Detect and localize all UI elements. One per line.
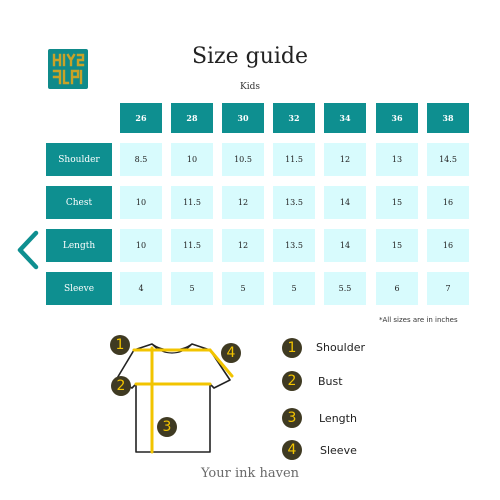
chevron-left-icon[interactable] (14, 230, 40, 270)
table-cell: 5 (171, 272, 213, 305)
table-cell: 12 (222, 229, 264, 262)
legend-marker: 1 (282, 338, 302, 358)
legend-marker: 4 (282, 440, 302, 460)
legend-label-shoulder: Shoulder (316, 341, 365, 354)
table-cell: 14.5 (427, 143, 469, 176)
units-note: *All sizes are in inches (379, 316, 458, 324)
size-header: 38 (427, 103, 469, 133)
table-cell: 14 (324, 229, 366, 262)
marker-3: 3 (157, 417, 177, 437)
table-cell: 5 (273, 272, 315, 305)
size-header: 32 (273, 103, 315, 133)
size-header: 28 (171, 103, 213, 133)
tshirt-diagram: 1 2 3 4 (100, 328, 250, 460)
table-cell: 15 (376, 229, 418, 262)
table-cell: 10 (171, 143, 213, 176)
legend-marker: 2 (282, 371, 302, 391)
table-cell: 11.5 (273, 143, 315, 176)
table-cell: 16 (427, 186, 469, 219)
legend-label-sleeve: Sleeve (320, 444, 357, 457)
table-cell: 5 (222, 272, 264, 305)
table-cell: 6 (376, 272, 418, 305)
table-cell: 10 (120, 229, 162, 262)
page-subtitle: Kids (240, 82, 260, 92)
table-cell: 16 (427, 229, 469, 262)
size-header: 36 (376, 103, 418, 133)
table-cell: 7 (427, 272, 469, 305)
table-cell: 12 (222, 186, 264, 219)
row-label-chest: Chest (46, 186, 112, 219)
table-cell: 11.5 (171, 186, 213, 219)
marker-1: 1 (110, 335, 130, 355)
size-header: 34 (324, 103, 366, 133)
table-cell: 13.5 (273, 186, 315, 219)
kaleidoscope-logo-icon (48, 49, 88, 89)
table-cell: 5.5 (324, 272, 366, 305)
table-cell: 4 (120, 272, 162, 305)
table-cell: 10 (120, 186, 162, 219)
table-cell: 12 (324, 143, 366, 176)
row-label-shoulder: Shoulder (46, 143, 112, 176)
brand-footer: Your ink haven (200, 466, 300, 481)
table-cell: 13.5 (273, 229, 315, 262)
legend-label-bust: Bust (318, 375, 343, 388)
page-title: Size guide (191, 44, 309, 69)
row-label-sleeve: Sleeve (46, 272, 112, 305)
legend-label-length: Length (319, 412, 357, 425)
marker-2: 2 (111, 376, 131, 396)
marker-4: 4 (221, 343, 241, 363)
table-cell: 10.5 (222, 143, 264, 176)
table-cell: 8.5 (120, 143, 162, 176)
row-label-length: Length (46, 229, 112, 262)
table-cell: 14 (324, 186, 366, 219)
table-cell: 15 (376, 186, 418, 219)
table-cell: 11.5 (171, 229, 213, 262)
legend-marker: 3 (282, 408, 302, 428)
size-header: 30 (222, 103, 264, 133)
size-header: 26 (120, 103, 162, 133)
table-cell: 13 (376, 143, 418, 176)
